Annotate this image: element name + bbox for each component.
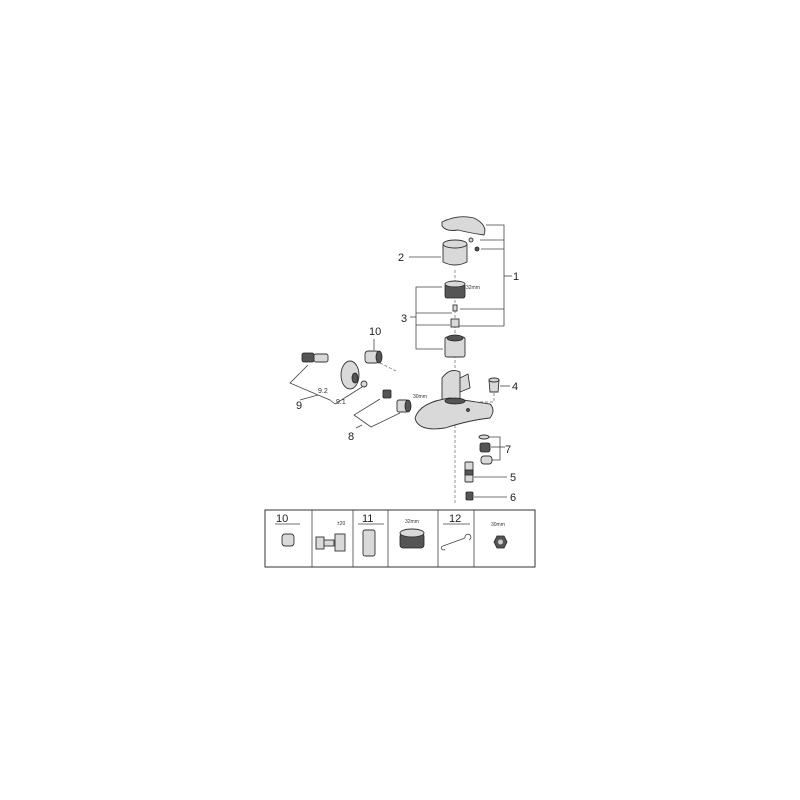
- label-part-9: 9: [296, 400, 302, 412]
- label-part-4: 4: [512, 381, 518, 393]
- part-cap: 2: [398, 239, 468, 266]
- cell-label: ±20: [337, 521, 346, 527]
- label-part-2: 2: [398, 252, 404, 264]
- cell-label: 12: [449, 513, 461, 525]
- table-cell-wrench: 12: [440, 513, 472, 551]
- part-extension: 10: [364, 326, 399, 373]
- part-lever-handle: 1: [441, 216, 519, 327]
- part-cartridge: 32mm 3: [401, 280, 480, 358]
- label-part-6: 6: [510, 492, 516, 504]
- wrench-icon: [440, 533, 472, 551]
- table-cell-11: 11: [358, 513, 384, 557]
- label-part-3: 3: [401, 313, 407, 325]
- label-part-9-1: 9.1: [336, 399, 346, 406]
- label-part-5: 5: [510, 472, 516, 484]
- part-aerator-set: 7: [478, 434, 511, 465]
- part-union-nut: 30mm 8: [348, 389, 427, 443]
- table-cell-dimension: ±20: [315, 521, 346, 552]
- dim-32mm: 32mm: [466, 285, 480, 291]
- label-part-8: 8: [348, 431, 354, 443]
- cell-label: 11: [362, 513, 373, 525]
- part-s-union-set: 9 9.2 9.1: [289, 352, 368, 412]
- part-plug: 4: [475, 377, 518, 403]
- part-faucet-body: [414, 370, 494, 430]
- table-cell-nut: 30mm: [491, 522, 508, 549]
- dim-30mm: 30mm: [413, 394, 427, 400]
- cell-label: 32mm: [405, 519, 419, 525]
- part-diverter: 5: [464, 461, 516, 484]
- cell-label: 10: [276, 513, 288, 525]
- label-part-10: 10: [369, 326, 381, 338]
- part-nut: 6: [465, 491, 516, 504]
- cell-label: 30mm: [491, 522, 505, 528]
- accessories-table: 10 ±20 11 32mm 12 30mm: [264, 509, 536, 568]
- table-cell-cartridge-nut: 32mm: [399, 519, 425, 549]
- label-part-1: 1: [513, 271, 519, 283]
- label-part-9-2: 9.2: [318, 388, 328, 395]
- table-cell-extension: 10: [275, 513, 300, 547]
- label-part-7: 7: [505, 444, 511, 456]
